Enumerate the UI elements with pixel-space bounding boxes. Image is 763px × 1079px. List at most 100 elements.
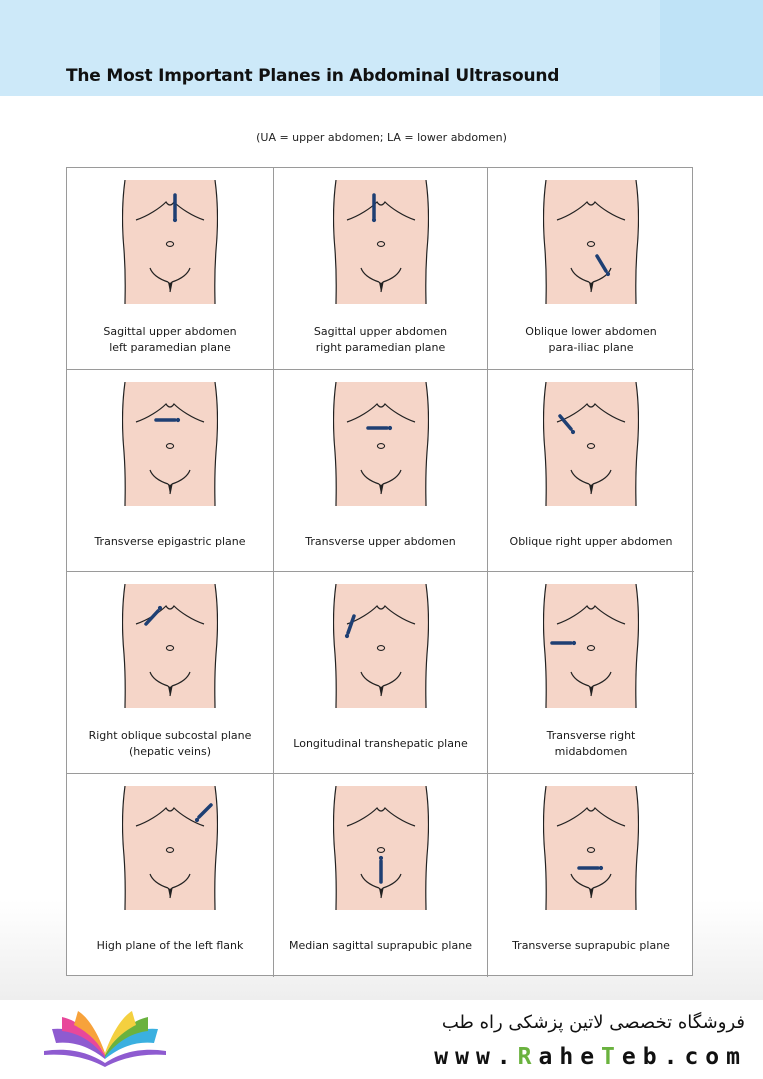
plane-cell: Sagittal upper abdomen right paramedian … — [274, 168, 488, 370]
pubic-mark — [378, 483, 384, 495]
url-letter-r: R — [517, 1044, 539, 1070]
plane-caption: Transverse right midabdomen — [546, 729, 636, 758]
pubic-mark — [588, 685, 594, 697]
plane-caption: Oblique lower abdomen para-iliac plane — [525, 325, 657, 354]
torso-diagram — [332, 584, 429, 708]
url-brand-mid: ahe — [538, 1044, 602, 1070]
right-groin-line — [171, 469, 191, 485]
costal-margin — [346, 201, 415, 221]
right-groin-line — [171, 873, 191, 889]
torso-diagram — [122, 180, 218, 304]
costal-margin — [556, 605, 626, 625]
plane-caption: Transverse upper abdomen — [305, 535, 456, 548]
plane-cell: Longitudinal transhepatic plane — [274, 572, 488, 774]
right-body-outline — [214, 382, 218, 506]
navel — [586, 241, 596, 247]
probe-orientation-marker — [387, 425, 392, 431]
left-groin-line — [149, 267, 169, 283]
left-body-outline — [543, 382, 547, 506]
shop-name: فروشگاه تخصصی لاتین پزشکی راه طب — [441, 1012, 745, 1033]
torso-diagram — [122, 786, 218, 910]
right-groin-line — [171, 267, 191, 283]
left-groin-line — [570, 469, 590, 485]
left-body-outline — [122, 180, 126, 304]
probe-orientation-marker — [378, 855, 383, 861]
left-groin-line — [359, 267, 379, 283]
url-letter-t: T — [601, 1044, 622, 1070]
torso-diagram — [332, 180, 429, 304]
pubic-mark — [167, 685, 173, 697]
navel — [165, 645, 175, 651]
plane-cell: Median sagittal suprapubic plane — [274, 774, 488, 977]
costal-margin — [135, 807, 205, 827]
left-groin-line — [570, 671, 590, 687]
shop-url[interactable]: www.RaheTeb.com — [434, 1044, 747, 1070]
navel — [586, 847, 596, 853]
right-groin-line — [382, 267, 402, 283]
costal-margin — [556, 403, 626, 423]
right-groin-line — [382, 671, 402, 687]
left-groin-line — [570, 267, 590, 283]
plane-cell: Transverse suprapubic plane — [488, 774, 694, 977]
costal-margin — [135, 201, 205, 221]
torso-diagram — [543, 584, 639, 708]
navel — [376, 443, 385, 449]
plane-caption: Right oblique subcostal plane (hepatic v… — [88, 729, 252, 758]
costal-margin — [346, 403, 415, 423]
left-body-outline — [122, 786, 126, 910]
header-accent-panel — [660, 0, 763, 96]
right-body-outline — [214, 180, 218, 304]
left-groin-line — [149, 671, 169, 687]
planes-grid: Sagittal upper abdomen left paramedian p… — [66, 167, 694, 977]
navel — [376, 645, 385, 651]
right-body-outline — [214, 786, 218, 910]
torso-diagram — [332, 382, 429, 506]
navel — [165, 443, 175, 449]
probe-orientation-marker — [570, 429, 576, 435]
probe-orientation-marker — [172, 217, 178, 223]
probe-orientation-marker — [598, 865, 604, 871]
url-brand-end: eb — [621, 1044, 664, 1070]
url-suffix: .com — [663, 1044, 747, 1070]
plane-caption: Sagittal upper abdomen left paramedian p… — [103, 325, 237, 354]
pubic-mark — [167, 281, 173, 293]
navel — [376, 241, 385, 247]
left-groin-line — [149, 873, 169, 889]
pubic-mark — [378, 281, 384, 293]
pubic-mark — [167, 483, 173, 495]
probe-orientation-marker — [344, 633, 349, 639]
left-body-outline — [332, 584, 337, 708]
probe-orientation-marker — [157, 605, 163, 611]
costal-margin — [346, 807, 415, 827]
right-groin-line — [171, 671, 191, 687]
left-groin-line — [149, 469, 169, 485]
left-groin-line — [359, 469, 379, 485]
left-body-outline — [332, 786, 337, 910]
probe-position — [345, 614, 356, 635]
left-groin-line — [359, 873, 379, 889]
right-body-outline — [635, 180, 639, 304]
plane-caption: High plane of the left flank — [96, 939, 244, 952]
pubic-mark — [378, 685, 384, 697]
costal-margin — [556, 201, 626, 221]
plane-caption: Sagittal upper abdomen right paramedian … — [313, 325, 448, 354]
torso-diagram — [543, 180, 639, 304]
probe-orientation-marker — [371, 217, 376, 223]
navel — [165, 847, 175, 853]
right-groin-line — [592, 469, 612, 485]
probe-position — [197, 803, 213, 819]
url-prefix: www. — [434, 1044, 518, 1070]
pubic-mark — [588, 483, 594, 495]
pubic-mark — [588, 281, 594, 293]
left-body-outline — [332, 180, 337, 304]
probe-orientation-marker — [194, 817, 200, 823]
right-body-outline — [635, 584, 639, 708]
plane-cell: Right oblique subcostal plane (hepatic v… — [67, 572, 274, 774]
probe-orientation-marker — [571, 640, 577, 646]
navel — [376, 847, 385, 853]
navel — [586, 443, 596, 449]
plane-cell: Oblique right upper abdomen — [488, 370, 694, 572]
plane-caption: Transverse suprapubic plane — [512, 939, 670, 952]
right-groin-line — [592, 267, 612, 283]
plane-cell: Transverse epigastric plane — [67, 370, 274, 572]
